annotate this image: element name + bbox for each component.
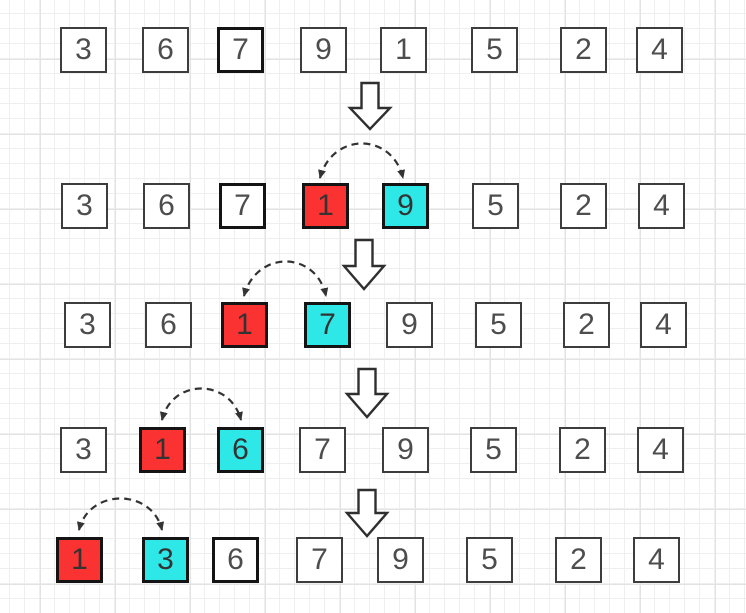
cell-value: 6 [227, 543, 244, 576]
cell-value: 4 [653, 189, 670, 222]
cell-value: 2 [574, 433, 591, 466]
array-cell-swap-source[interactable]: 1 [56, 537, 103, 583]
array-cell[interactable]: 2 [560, 183, 607, 229]
cell-value: 7 [232, 33, 249, 66]
cell-value: 5 [481, 543, 498, 576]
cell-value: 4 [651, 33, 668, 66]
swap-arrow-arc [76, 497, 165, 531]
cell-value: 2 [578, 308, 595, 341]
down-arrow-icon [347, 81, 393, 131]
down-arrow-icon [341, 238, 387, 291]
array-cell-swap-target[interactable]: 9 [382, 183, 429, 229]
array-cell-swap-target[interactable]: 7 [304, 302, 351, 348]
cell-value: 1 [154, 433, 171, 466]
array-cell[interactable]: 6 [212, 537, 259, 583]
cell-value: 6 [232, 433, 249, 466]
cell-value: 7 [314, 433, 331, 466]
cell-value: 2 [570, 543, 587, 576]
cell-value: 4 [655, 308, 672, 341]
cell-value: 1 [71, 543, 88, 576]
cell-value: 6 [160, 308, 177, 341]
cell-value: 6 [158, 189, 175, 222]
cell-value: 9 [315, 33, 332, 66]
array-cell[interactable]: 3 [61, 183, 108, 229]
cell-value: 9 [397, 189, 414, 222]
array-cell[interactable]: 7 [299, 427, 346, 473]
cell-value: 3 [79, 308, 96, 341]
array-cell[interactable]: 2 [560, 27, 607, 73]
array-cell[interactable]: 7 [219, 183, 266, 229]
array-cell[interactable]: 6 [145, 302, 192, 348]
cell-value: 9 [401, 308, 418, 341]
array-cell[interactable]: 7 [296, 537, 343, 583]
cell-value: 9 [392, 543, 409, 576]
swap-arrow-arc [159, 387, 243, 421]
down-arrow-icon [344, 367, 390, 419]
cell-value: 7 [234, 189, 251, 222]
cell-value: 2 [575, 189, 592, 222]
array-cell[interactable]: 4 [640, 302, 687, 348]
array-cell-swap-target[interactable]: 6 [217, 427, 264, 473]
cell-value: 1 [317, 189, 334, 222]
down-arrow-icon [344, 488, 390, 538]
cell-value: 5 [485, 433, 502, 466]
cell-value: 1 [395, 33, 412, 66]
array-cell-swap-source[interactable]: 1 [139, 427, 186, 473]
array-cell[interactable]: 6 [142, 27, 189, 73]
array-cell[interactable]: 6 [143, 183, 190, 229]
swap-arrow-arc [242, 260, 329, 297]
cell-value: 6 [157, 33, 174, 66]
cell-value: 4 [652, 433, 669, 466]
array-cell[interactable]: 2 [563, 302, 610, 348]
array-cell[interactable]: 4 [637, 427, 684, 473]
array-cell[interactable]: 4 [636, 27, 683, 73]
cell-value: 5 [486, 33, 503, 66]
cell-value: 5 [487, 189, 504, 222]
array-cell[interactable]: 9 [300, 27, 347, 73]
array-cell[interactable]: 5 [475, 302, 522, 348]
array-cell[interactable]: 5 [471, 27, 518, 73]
array-cell[interactable]: 5 [470, 427, 517, 473]
cell-value: 2 [575, 33, 592, 66]
array-cell[interactable]: 5 [472, 183, 519, 229]
array-cell[interactable]: 3 [60, 27, 107, 73]
array-cell[interactable]: 9 [377, 537, 424, 583]
array-cell-swap-target[interactable]: 3 [142, 537, 189, 583]
cell-value: 3 [76, 189, 93, 222]
cell-value: 3 [75, 33, 92, 66]
cell-value: 4 [648, 543, 665, 576]
array-cell[interactable]: 9 [382, 427, 429, 473]
array-cell-swap-source[interactable]: 1 [221, 302, 268, 348]
cell-value: 3 [75, 433, 92, 466]
array-cell[interactable]: 3 [60, 427, 107, 473]
cell-value: 9 [397, 433, 414, 466]
array-cell[interactable]: 3 [64, 302, 111, 348]
cell-value: 1 [236, 308, 253, 341]
array-cell[interactable]: 4 [638, 183, 685, 229]
array-cell[interactable]: 5 [466, 537, 513, 583]
cell-value: 7 [311, 543, 328, 576]
cell-value: 3 [157, 543, 174, 576]
swap-arrow-arc [318, 142, 406, 179]
array-cell[interactable]: 9 [386, 302, 433, 348]
array-cell-swap-source[interactable]: 1 [302, 183, 349, 229]
array-cell[interactable]: 2 [555, 537, 602, 583]
cell-value: 7 [319, 308, 336, 341]
array-cell[interactable]: 4 [633, 537, 680, 583]
cell-value: 5 [490, 308, 507, 341]
array-cell[interactable]: 2 [559, 427, 606, 473]
array-cell[interactable]: 7 [217, 27, 264, 73]
array-cell[interactable]: 1 [380, 27, 427, 73]
